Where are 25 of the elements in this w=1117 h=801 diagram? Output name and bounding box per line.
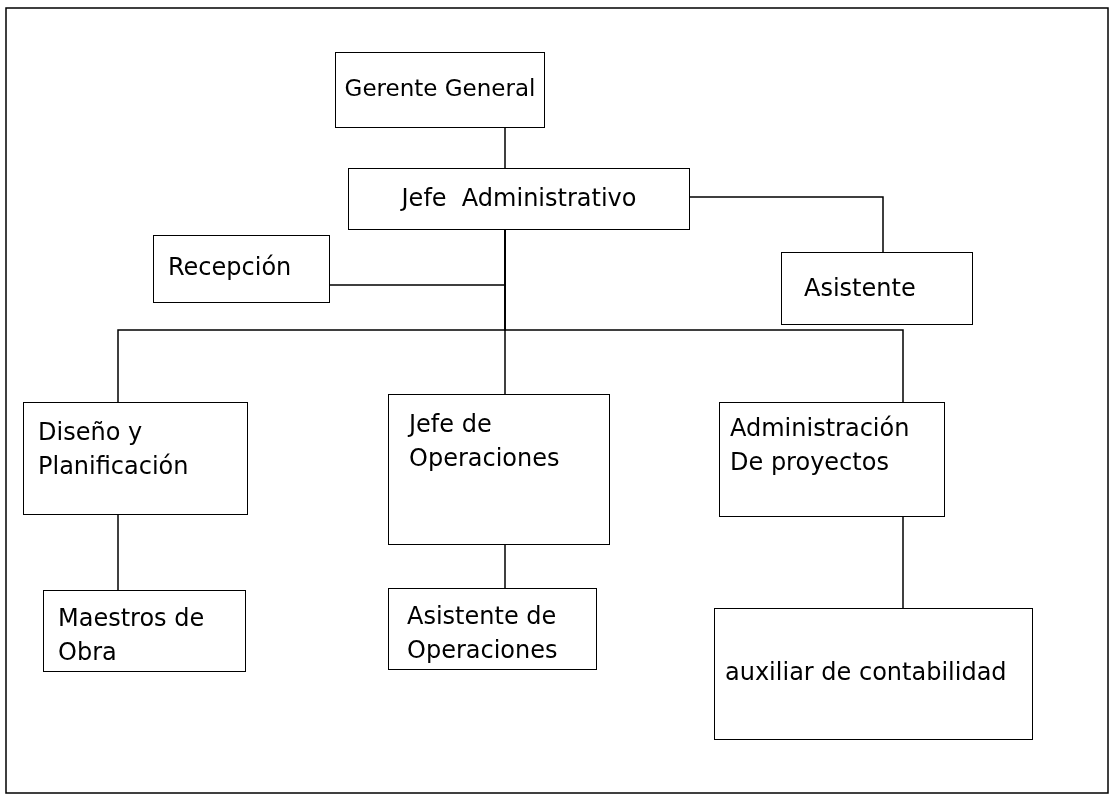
position-box [153,235,330,303]
position-title: Jefe Administrativo [401,183,637,214]
position-box [43,590,246,672]
connector-line [504,544,506,589]
position-box [719,402,945,517]
position-title: Gerente General [344,74,536,103]
position-title: Recepción [168,252,292,283]
position-title: Asistente de Operaciones [407,601,559,666]
position-title: Administración De proyectos [730,413,911,478]
position-title: auxiliar de contabilidad [725,657,1007,688]
position-box [348,168,690,230]
position-title: Maestros de Obra [58,603,206,668]
connector-line [117,514,119,591]
connector-line [902,516,904,609]
position-box [388,588,597,670]
position-box [781,252,973,325]
position-title: Diseño y Planificación [38,417,190,482]
position-title: Jefe de Operaciones [409,409,561,474]
position-box [714,608,1033,740]
position-box [23,402,248,515]
position-title: Asistente [804,273,916,304]
connector-line [689,196,884,253]
position-box [335,52,545,128]
position-box [388,394,610,545]
connector-line [504,127,506,169]
